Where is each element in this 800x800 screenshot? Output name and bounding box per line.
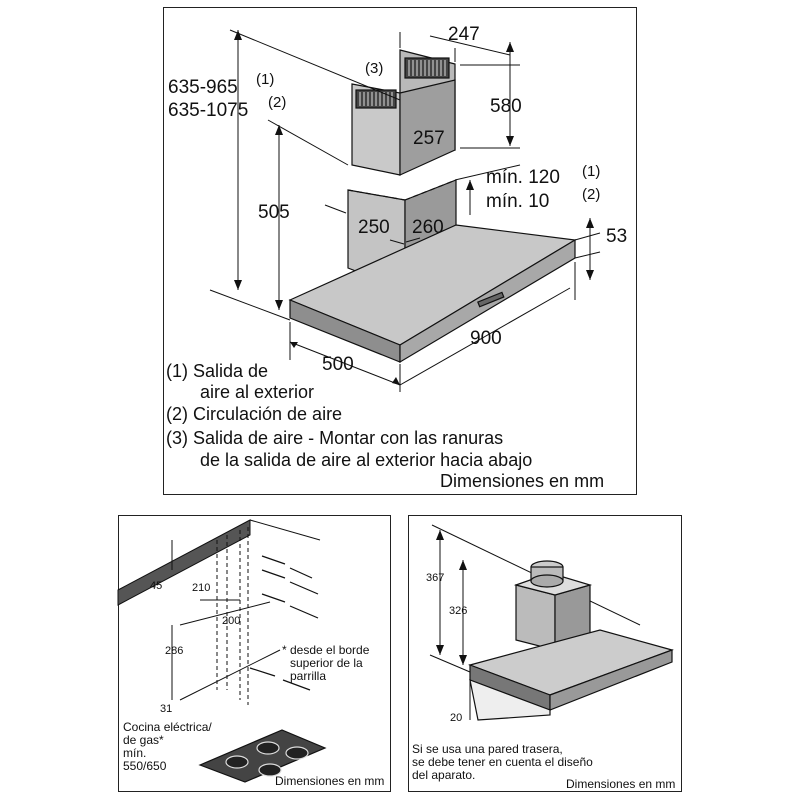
bottom-right-units-label: Dimensiones en mm: [566, 777, 676, 791]
legend-3a: (3) Salida de aire - Montar con las ranu…: [166, 428, 504, 448]
dim-500: 500: [322, 354, 354, 375]
dim-range-2-ref: (2): [268, 94, 286, 111]
hood-control-panel: [477, 291, 505, 308]
cooktop-note-line-2: de gas*: [123, 733, 164, 747]
dim-900: 900: [470, 328, 502, 349]
wall-note-line-1: Si se usa una pared trasera,: [412, 742, 563, 756]
rear-chimney-front: [515, 584, 556, 651]
legend-1b: aire al exterior: [200, 382, 315, 402]
dim-min-10: mín. 10: [486, 191, 549, 212]
dim-min-10-ref: (2): [582, 186, 600, 203]
wall-note-line-3: del aparato.: [412, 768, 476, 782]
dim-247: 247: [448, 24, 480, 45]
dim-20: 20: [450, 712, 462, 724]
legend-2: (2) Circulación de aire: [166, 404, 343, 424]
dim-210: 210: [192, 582, 210, 594]
bottom-left-units-label: Dimensiones en mm: [275, 774, 385, 788]
dim-250: 250: [358, 217, 390, 238]
cooktop-note-line-4: 550/650: [123, 759, 167, 773]
dim-min-120: mín. 120: [486, 167, 560, 188]
legend-3b: de la salida de aire al exterior hacia a…: [200, 450, 533, 470]
dim-367: 367: [426, 572, 444, 584]
cooktop: [198, 729, 327, 783]
dim-260: 260: [412, 217, 444, 238]
cooktop-note-line-1: Cocina eléctrica/: [123, 720, 212, 734]
star-note-line-3: parrilla: [290, 669, 327, 683]
ref-3: (3): [365, 60, 383, 77]
top-units-label: Dimensiones en mm: [440, 471, 605, 491]
dim-31: 31: [160, 703, 172, 715]
cooktop-note-line-3: mín.: [123, 746, 147, 760]
dim-580: 580: [490, 96, 522, 117]
dim-53: 53: [606, 226, 627, 247]
dim-range-1-ref: (1): [256, 71, 274, 88]
dim-range-1: 635-965: [168, 77, 238, 98]
star-note-line-2: superior de la: [290, 656, 363, 670]
dim-257: 257: [413, 128, 445, 149]
dim-45: 45: [150, 580, 162, 592]
star-note-line-1: * desde el borde: [282, 643, 370, 657]
dim-326: 326: [449, 605, 467, 617]
legend-1a: (1) Salida de: [166, 361, 269, 381]
wall-note-line-2: se debe tener en cuenta el diseño: [412, 755, 593, 769]
dim-range-2: 635-1075: [168, 100, 248, 121]
dim-505: 505: [258, 202, 290, 223]
rear-hood-side: [549, 649, 673, 711]
dim-286: 286: [165, 645, 183, 657]
vent-slots-right: [404, 57, 450, 79]
dim-200: 200: [222, 615, 240, 627]
dim-min-120-ref: (1): [582, 163, 600, 180]
